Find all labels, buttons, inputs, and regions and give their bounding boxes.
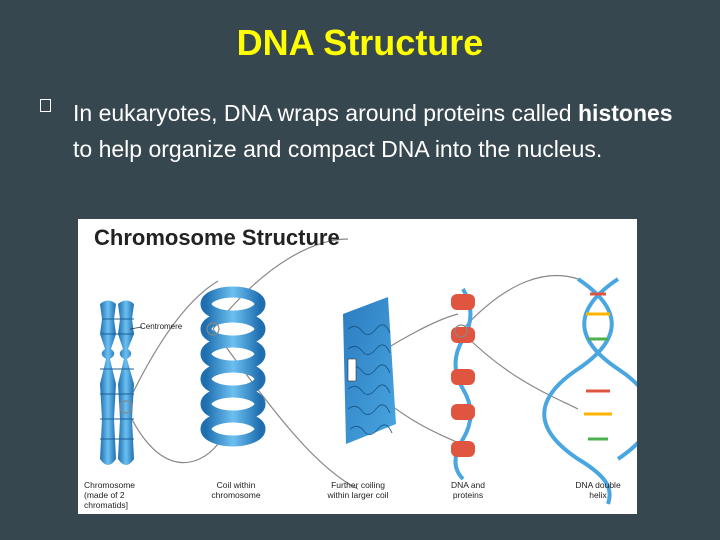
coiled-fiber-block [343,297,396,444]
bullet-text-start: In eukaryotes, DNA wraps around proteins… [73,100,578,126]
caption-further-coiling: Further coiling within larger coil [327,480,389,500]
caption-coil: Coil within chromosome [211,480,261,500]
bullet-square-icon [40,99,51,112]
zoom-connector-lines [125,238,579,490]
chromosome-shape [100,300,143,465]
coil-shape [200,286,266,447]
bullet-text-bold: histones [578,100,673,126]
dna-double-helix [542,277,637,505]
chromosome-diagram: Centromere [100,238,637,505]
caption-double-helix: DNA double helix [575,480,621,500]
caption-chromosome: Chromosome (made of 2 chromatids] [84,480,136,510]
chromosome-structure-figure: Centromere [78,219,637,514]
nucleosome-string [451,287,475,481]
bullet-text-end: to help organize and compact DNA into th… [73,136,603,162]
bullet-text: In eukaryotes, DNA wraps around proteins… [73,95,683,167]
centromere-label: Centromere [140,322,183,331]
slide-title: DNA Structure [236,22,484,63]
caption-dna-proteins: DNA and proteins [450,480,486,500]
figure-title: Chromosome Structure [94,225,340,250]
